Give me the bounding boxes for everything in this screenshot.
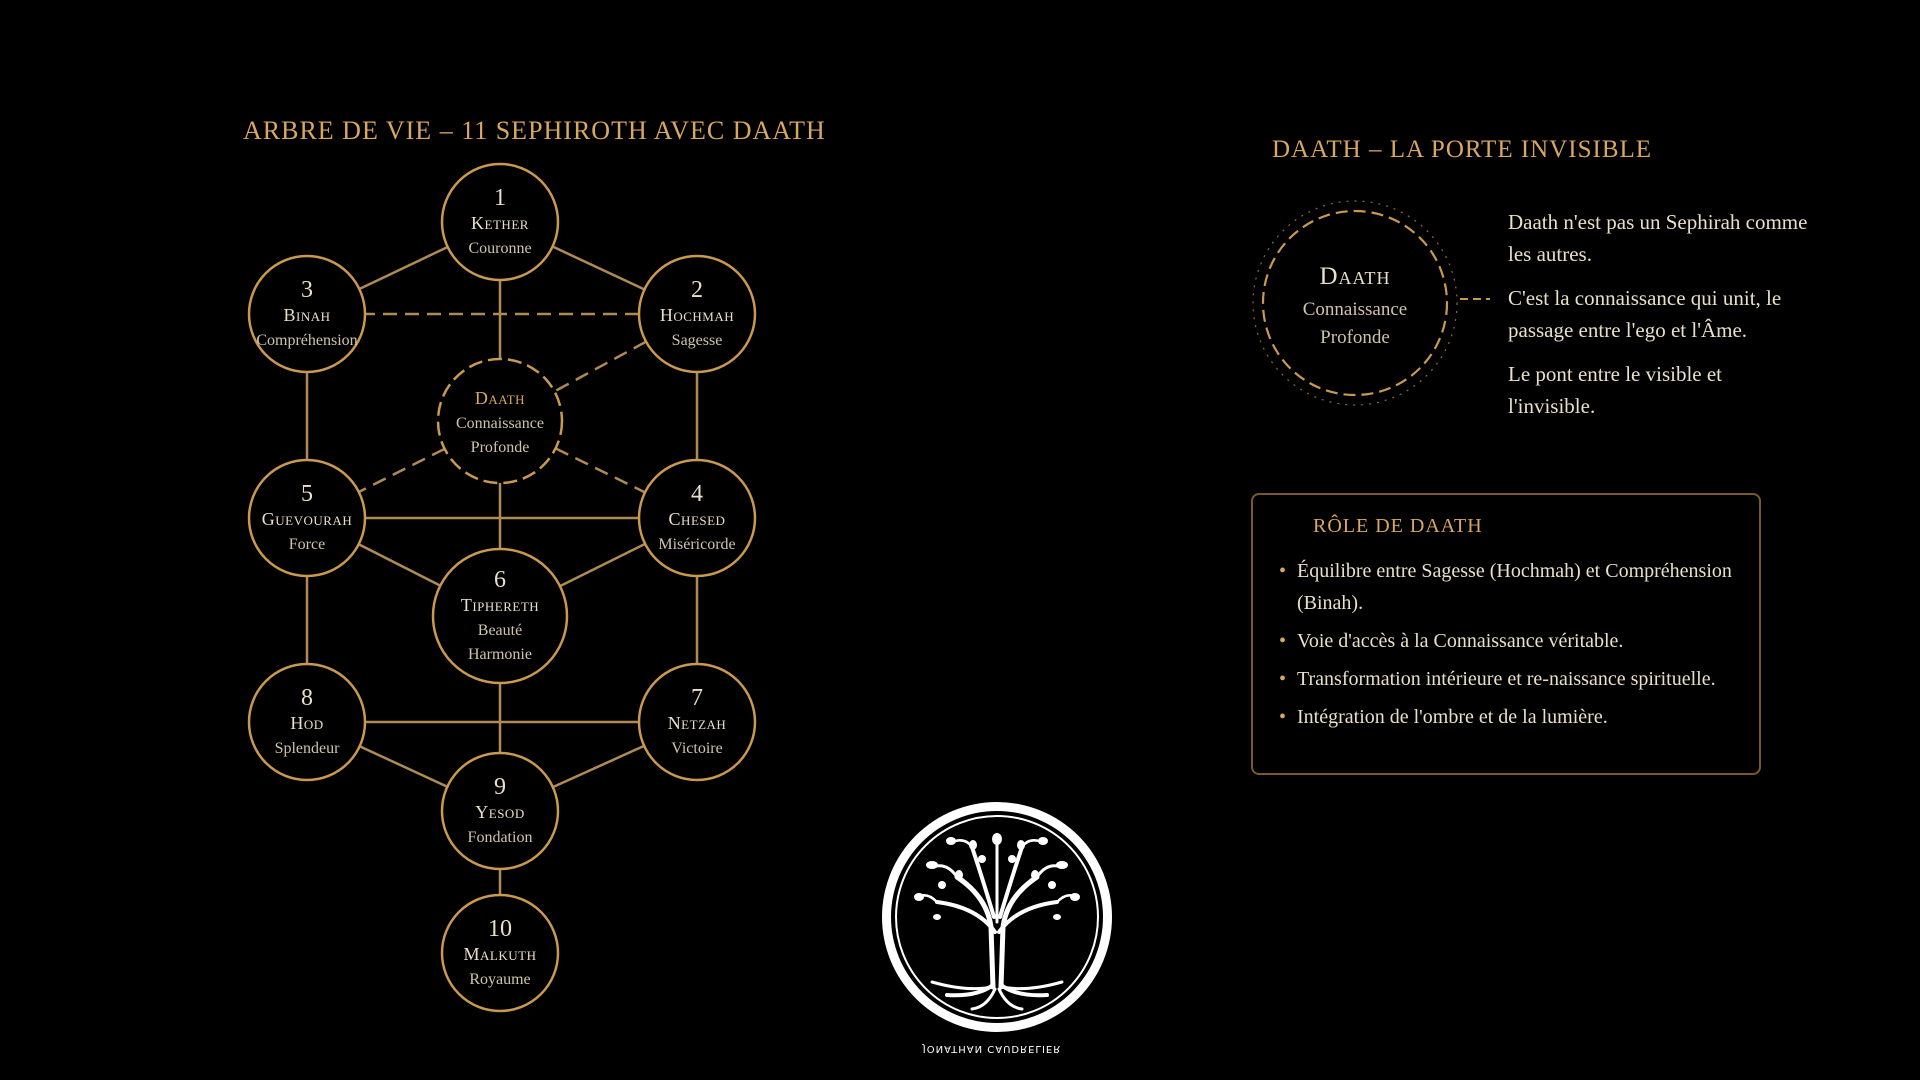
node-circle (247, 458, 367, 578)
role-item: Intégration de l'ombre et de la lumière. (1279, 701, 1749, 733)
dashed-path (553, 340, 647, 393)
dashed-path (555, 447, 646, 494)
tree-logo-icon (882, 802, 1112, 1032)
daath-circle-sub2: Profonde (1320, 327, 1390, 348)
signature-text: JONATHAN CAUDRELIER (922, 1043, 1062, 1054)
path-line (359, 745, 448, 788)
node-name: Hochmah (660, 305, 734, 325)
node-number: 5 (301, 481, 313, 507)
path-line (552, 744, 645, 789)
role-list: Équilibre entre Sagesse (Hochmah) et Com… (1279, 555, 1749, 739)
node-circle (440, 893, 560, 1013)
node-meaning: Miséricorde (658, 536, 735, 553)
node-meaning: Compréhension (256, 332, 357, 349)
node-number: 7 (691, 685, 703, 711)
node-name: Daath (475, 388, 525, 408)
daath-description: Daath n'est pas un Sephirah comme les au… (1508, 206, 1808, 434)
node-number: 3 (301, 277, 313, 303)
node-circle (637, 662, 757, 782)
node-name: Yesod (475, 802, 524, 822)
node-number: 6 (494, 567, 506, 593)
node-number: 1 (494, 185, 506, 211)
path-line (552, 245, 645, 291)
node-number: 10 (488, 916, 512, 942)
node-name: Tiphereth (461, 595, 539, 615)
node-circle (247, 662, 367, 782)
daath-circle-sub1: Connaissance (1303, 299, 1407, 320)
node-circle (431, 547, 569, 685)
node-meaning: Profonde (471, 439, 530, 456)
node-meaning: Beauté (478, 622, 522, 639)
node-meaning: Splendeur (275, 740, 341, 757)
node-meaning: Connaissance (456, 415, 544, 432)
role-item: Transformation intérieure et re-naissanc… (1279, 663, 1749, 695)
node-number: 8 (301, 685, 313, 711)
node-meaning: Force (289, 536, 325, 553)
role-box: RÔLE DE DAATH Équilibre entre Sagesse (H… (1251, 493, 1761, 775)
daath-portal-circle: Daath Connaissance Profonde (1252, 200, 1490, 406)
node-meaning: Fondation (468, 829, 533, 846)
node-number: 4 (691, 481, 703, 507)
role-title: RÔLE DE DAATH (1313, 515, 1483, 537)
node-circle (436, 357, 564, 485)
daath-paragraph: Le pont entre le visible et l'invisible. (1508, 362, 1723, 418)
node-meaning: Harmonie (468, 646, 532, 663)
tree-title: ARBRE DE VIE – 11 SEPHIROTH AVEC DAATH (243, 116, 826, 145)
node-meaning: Victoire (671, 740, 722, 757)
daath-paragraph: C'est la connaissance qui unit, le passa… (1508, 286, 1782, 342)
node-circle (637, 254, 757, 374)
node-meaning: Couronne (468, 240, 531, 257)
node-circle (247, 254, 367, 374)
node-number: 9 (494, 774, 506, 800)
path-line (358, 543, 441, 587)
role-item: Équilibre entre Sagesse (Hochmah) et Com… (1279, 555, 1749, 619)
node-circle (637, 458, 757, 578)
node-name: Kether (471, 213, 529, 233)
node-name: Chesed (669, 509, 726, 529)
dashed-path (358, 447, 446, 494)
node-number: 2 (691, 277, 703, 303)
path-line (559, 542, 646, 588)
daath-panel-title: DAATH – LA PORTE INVISIBLE (1272, 136, 1653, 163)
node-name: Malkuth (464, 944, 537, 964)
daath-circle-name: Daath (1319, 263, 1390, 290)
node-name: Hod (290, 713, 323, 733)
role-item: Voie d'accès à la Connaissance véritable… (1279, 625, 1749, 657)
node-name: Binah (284, 305, 331, 325)
node-circle (440, 751, 560, 871)
node-meaning: Sagesse (672, 332, 723, 349)
daath-paragraph: Daath n'est pas un Sephirah comme les au… (1508, 210, 1808, 266)
node-circle (440, 162, 560, 282)
node-meaning: Royaume (469, 971, 530, 988)
node-name: Netzah (668, 713, 727, 733)
path-line (358, 245, 449, 291)
node-name: Guevourah (262, 509, 352, 529)
